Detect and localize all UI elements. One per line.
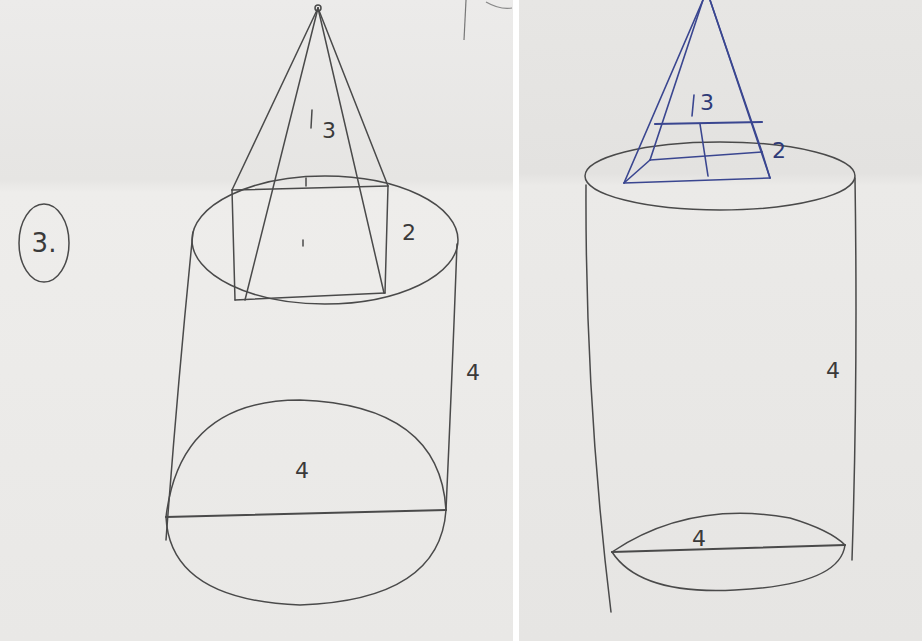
dimension-label: 2	[402, 222, 416, 244]
right-solid	[585, 142, 856, 612]
dimension-label: 3	[700, 92, 714, 114]
paper-right	[519, 0, 922, 641]
pencil-mark	[486, 2, 512, 8]
paper-left	[0, 0, 513, 641]
dimension-label: 4	[826, 360, 840, 382]
dimension-label: 4	[295, 460, 309, 482]
dimension-label: 4	[692, 528, 706, 550]
problem-number-circle: 3.	[17, 202, 71, 284]
left-solid	[166, 5, 458, 605]
pyramid-blue	[624, 0, 770, 183]
dimension-label: 4	[466, 362, 480, 384]
dimension-label: 3	[322, 120, 336, 142]
problem-number: 3.	[32, 230, 57, 256]
pencil-mark	[464, 0, 466, 40]
dimension-label: 2	[772, 140, 786, 162]
